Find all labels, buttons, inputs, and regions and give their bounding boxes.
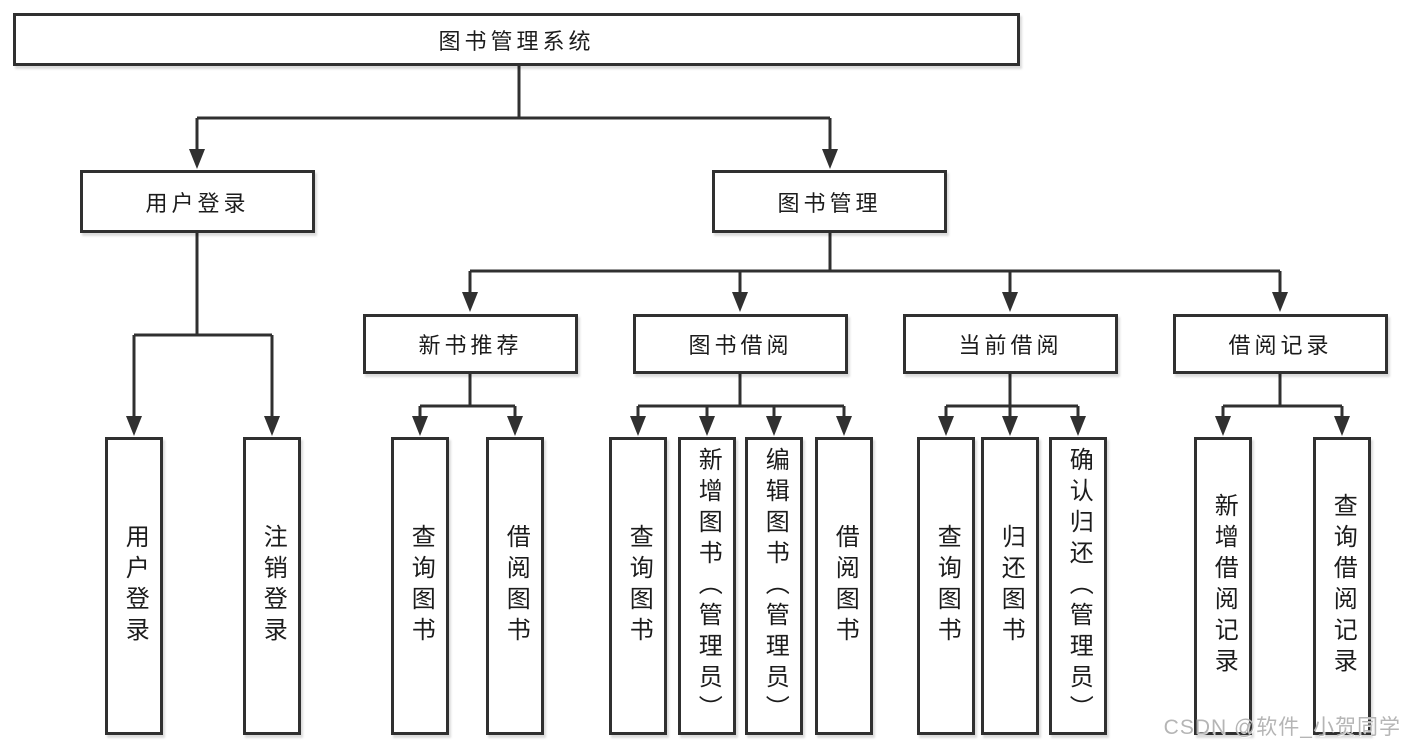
group-current-borrowing: 当前借阅	[903, 314, 1118, 374]
leaf-add-borrow-record: 新增借阅记录	[1194, 437, 1252, 735]
leaf-logout-label: 注销登录	[259, 524, 287, 648]
branch-book-management-label: 图书管理	[777, 190, 882, 216]
leaf-query-books-borrowing: 查询图书	[609, 437, 667, 735]
leaf-borrow-books-borrowing-label: 借阅图书	[831, 524, 859, 648]
group-new-book-recommend-label: 新书推荐	[418, 333, 523, 358]
leaf-query-borrow-record: 查询借阅记录	[1313, 437, 1371, 735]
group-borrow-records: 借阅记录	[1173, 314, 1388, 374]
group-current-borrowing-label: 当前借阅	[958, 333, 1063, 358]
branch-user-login: 用户登录	[80, 170, 315, 233]
group-book-borrowing: 图书借阅	[633, 314, 848, 374]
leaf-user-login: 用户登录	[105, 437, 163, 735]
leaf-user-login-label: 用户登录	[121, 524, 149, 648]
leaf-add-book-admin: 新增图书（管理员）	[678, 437, 736, 735]
group-new-book-recommend: 新书推荐	[363, 314, 578, 374]
leaf-edit-book-admin-label: 编辑图书（管理员）	[761, 446, 789, 726]
node-library-system-label: 图书管理系统	[438, 28, 595, 54]
leaf-return-books-label: 归还图书	[997, 524, 1025, 648]
leaf-query-books-recommend: 查询图书	[391, 437, 449, 735]
leaf-add-book-admin-label: 新增图书（管理员）	[694, 446, 722, 726]
branch-book-management: 图书管理	[712, 170, 947, 233]
leaf-query-books-current: 查询图书	[917, 437, 975, 735]
leaf-confirm-return-admin-label: 确认归还（管理员）	[1065, 446, 1093, 726]
group-borrow-records-label: 借阅记录	[1228, 333, 1333, 358]
node-library-system: 图书管理系统	[13, 13, 1020, 66]
leaf-add-borrow-record-label: 新增借阅记录	[1210, 493, 1238, 679]
leaf-logout: 注销登录	[243, 437, 301, 735]
leaf-query-books-current-label: 查询图书	[933, 524, 961, 648]
branch-user-login-label: 用户登录	[145, 190, 250, 216]
leaf-borrow-books-recommend-label: 借阅图书	[502, 524, 530, 648]
leaf-query-books-recommend-label: 查询图书	[407, 524, 435, 648]
leaf-edit-book-admin: 编辑图书（管理员）	[745, 437, 803, 735]
leaf-confirm-return-admin: 确认归还（管理员）	[1049, 437, 1107, 735]
group-book-borrowing-label: 图书借阅	[688, 333, 793, 358]
leaf-return-books: 归还图书	[981, 437, 1039, 735]
leaf-query-borrow-record-label: 查询借阅记录	[1329, 493, 1357, 679]
leaf-query-books-borrowing-label: 查询图书	[625, 524, 653, 648]
leaf-borrow-books-borrowing: 借阅图书	[815, 437, 873, 735]
csdn-watermark: CSDN @软件_小贺同学	[1163, 716, 1401, 739]
leaf-borrow-books-recommend: 借阅图书	[486, 437, 544, 735]
